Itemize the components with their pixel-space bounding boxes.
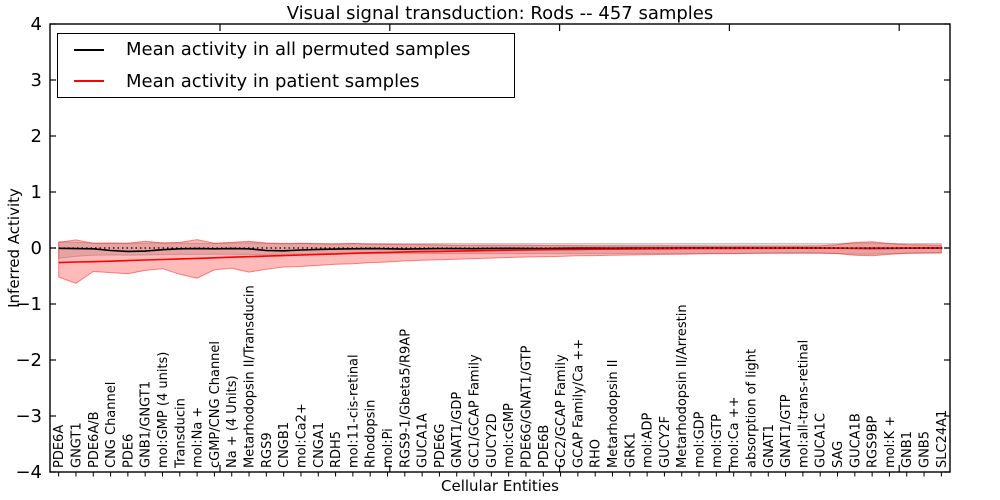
x-entity-label: PDE6A/B (87, 411, 102, 468)
x-entity-label: SLC24A1 (935, 410, 950, 468)
x-entity-label: GUCY2F (658, 416, 673, 468)
y-tick-label: −1 (15, 294, 42, 315)
x-entity-label: absorption of light (744, 349, 759, 468)
y-tick-label: −3 (15, 406, 42, 427)
patient-line-swatch (74, 80, 104, 83)
x-entity-label: RDH5 (329, 431, 344, 468)
x-entity-label: GRK1 (623, 432, 638, 468)
x-entity-label: Na + (4 Units) (225, 375, 240, 468)
x-entity-label: mol:GTP (710, 414, 725, 468)
x-entity-label: RGS9-1/Gbeta5/R9AP (398, 329, 413, 468)
permuted-line-swatch (74, 48, 104, 51)
y-tick-label: −2 (15, 350, 42, 371)
x-entity-label: Transducin (173, 398, 188, 469)
x-entity-label: RHO (589, 439, 604, 468)
x-entity-label: CNGB1 (277, 422, 292, 468)
x-entity-label: GUCY2D (485, 413, 500, 468)
x-entity-label: GNAT1 (762, 424, 777, 468)
x-entity-label: Rhodopsin (364, 400, 379, 468)
x-entity-label: GC1/GCAP Family (468, 354, 483, 468)
x-entity-label: CNGA1 (312, 422, 327, 468)
x-entity-label: GNB5 (918, 431, 933, 468)
y-tick-label: 1 (31, 182, 42, 203)
x-entity-label: SAG (831, 441, 846, 468)
x-entity-label: mol:K + (883, 416, 898, 468)
x-entity-label: PDE6B (537, 425, 552, 468)
x-entity-label: Metarhodopsin II/Arrestin (675, 304, 690, 468)
x-entity-label: mol:cGMP (502, 403, 517, 468)
chart-title: Visual signal transduction: Rods -- 457 … (286, 3, 714, 24)
x-entity-label: PDE6G/GNAT1/GTP (519, 345, 534, 468)
x-entity-label: mol:Ca2+ (294, 403, 309, 468)
x-entity-label: Metarhodopsin II/Transducin (243, 285, 258, 468)
x-entity-label: mol:Pi (381, 428, 396, 468)
x-entity-label: Metarhodopsin II (606, 360, 621, 468)
x-entity-label: GNAT1/GDP (450, 392, 465, 468)
x-entity-label: GCAP Family/Ca ++ (571, 339, 586, 468)
x-entity-label: mol:ADP (641, 412, 656, 468)
legend-item-permuted: Mean activity in all permuted samples (58, 35, 514, 65)
x-entity-label: RGS9BP (866, 415, 881, 468)
x-entity-label: PDE6A (52, 425, 67, 468)
x-entity-label: GUCA1B (848, 413, 863, 468)
legend-label-permuted: Mean activity in all permuted samples (126, 39, 471, 61)
x-entity-label: GNGT1 (69, 422, 84, 468)
x-entity-label: cGMP/CNG Channel (208, 341, 223, 468)
x-entity-label: PDE6G (433, 424, 448, 468)
legend-item-patient: Mean activity in patient samples (58, 66, 514, 96)
patient-range-band (58, 239, 942, 284)
x-entity-label: GNAT1/GTP (779, 394, 794, 468)
y-tick-label: 4 (31, 14, 42, 35)
y-tick-label: 0 (31, 238, 42, 259)
y-tick-label: 2 (31, 126, 42, 147)
x-entity-label: GNB1/GNGT1 (139, 381, 154, 468)
x-entity-label: GUCA1C (814, 413, 829, 468)
x-entity-label: RGS9 (260, 432, 275, 468)
x-entity-label: mol:GDP (693, 411, 708, 468)
patient-mean-line (58, 247, 942, 264)
y-axis-title: Inferred Activity (5, 188, 23, 308)
x-axis-title: Cellular Entities (441, 477, 559, 495)
x-entity-label: mol:Ca ++ (727, 396, 742, 468)
legend-label-patient: Mean activity in patient samples (126, 70, 420, 92)
x-entity-label: mol:all-trans-retinal (796, 340, 811, 468)
x-entity-label: GNB1 (900, 431, 915, 468)
x-entity-label: GC2/GCAP Family (554, 354, 569, 468)
x-entity-label: GUCA1A (416, 413, 431, 468)
legend: Mean activity in all permuted samples Me… (57, 33, 515, 98)
y-tick-label: 3 (31, 70, 42, 91)
x-entity-label: CNG Channel (104, 382, 119, 468)
x-entity-label: PDE6 (121, 434, 136, 468)
y-tick-label: −4 (15, 462, 42, 483)
x-entity-label: mol:Na + (191, 407, 206, 468)
x-entity-label: mol:GMP (4 units) (156, 352, 171, 468)
x-entity-label: mol:11-cis-retinal (346, 354, 361, 468)
